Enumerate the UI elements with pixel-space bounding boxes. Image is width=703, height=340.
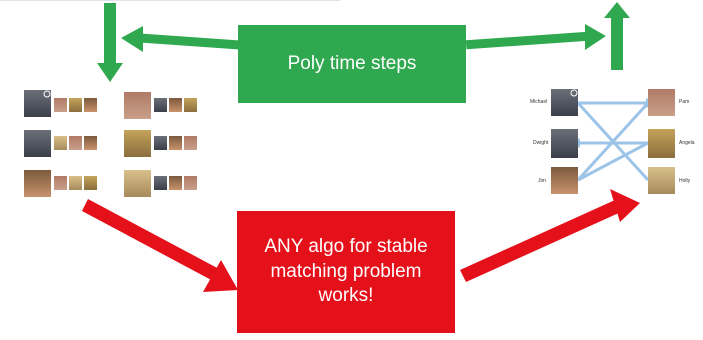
record-icon xyxy=(43,90,51,98)
portrait-photo-icon xyxy=(184,98,197,112)
edge xyxy=(577,141,649,182)
arrow-diagonal-down-right-icon xyxy=(82,199,238,292)
portrait-photo-icon xyxy=(24,90,51,117)
portrait-photo-icon xyxy=(184,176,197,190)
node-label-left: Michael xyxy=(530,99,548,105)
portrait-photo-icon xyxy=(648,129,675,158)
portrait-photo-icon xyxy=(648,167,675,194)
arrow-left-icon xyxy=(121,26,241,52)
portrait-photo-icon xyxy=(551,167,578,194)
portrait-photo-icon xyxy=(84,136,97,150)
portrait-photo-icon xyxy=(54,176,67,190)
portrait-photo-icon xyxy=(154,176,167,190)
portrait-photo-icon xyxy=(169,98,182,112)
portrait-photo-icon xyxy=(24,130,51,157)
node-label-right: Holly xyxy=(679,178,691,184)
portrait-photo-icon xyxy=(54,98,67,112)
matching-edges xyxy=(572,98,654,182)
any-algo-label: ANY algo for stable matching problem wor… xyxy=(264,235,428,307)
edge xyxy=(576,101,650,182)
portrait-photo-icon xyxy=(154,136,167,150)
left-preference-grid xyxy=(24,90,197,197)
portrait-photo-icon xyxy=(169,176,182,190)
arrow-down-icon xyxy=(97,3,123,82)
portrait-photo-icon xyxy=(124,92,151,119)
portrait-photo-icon xyxy=(648,89,675,116)
portrait-photo-icon xyxy=(69,176,82,190)
portrait-photo-icon xyxy=(84,176,97,190)
portrait-photo-icon xyxy=(551,129,578,158)
portrait-photo-icon xyxy=(69,136,82,150)
portrait-photo-icon xyxy=(84,98,97,112)
portrait-photo-icon xyxy=(124,170,151,197)
poly-time-steps-label: Poly time steps xyxy=(287,53,417,74)
portrait-photo-icon xyxy=(551,89,578,116)
poly-time-steps-box: Poly time steps xyxy=(238,25,466,103)
portrait-photo-icon xyxy=(54,136,67,150)
node-label-right: Angela xyxy=(679,140,695,146)
portrait-photo-icon xyxy=(154,98,167,112)
arrow-right-icon xyxy=(465,24,606,50)
portrait-photo-icon xyxy=(124,130,151,157)
portrait-photo-icon xyxy=(24,170,51,197)
node-label-left: Jim xyxy=(538,178,546,184)
node-label-left: Dwight xyxy=(533,140,549,146)
portrait-photo-icon xyxy=(169,136,182,150)
portrait-photo-icon xyxy=(184,136,197,150)
node-label-right: Pam xyxy=(679,99,690,105)
right-matching-graph xyxy=(551,89,675,194)
arrow-diagonal-up-right-icon xyxy=(460,189,640,282)
any-algo-box: ANY algo for stable matching problem wor… xyxy=(237,211,455,333)
record-icon xyxy=(570,89,578,97)
portrait-photo-icon xyxy=(69,98,82,112)
arrow-up-icon xyxy=(604,2,630,70)
